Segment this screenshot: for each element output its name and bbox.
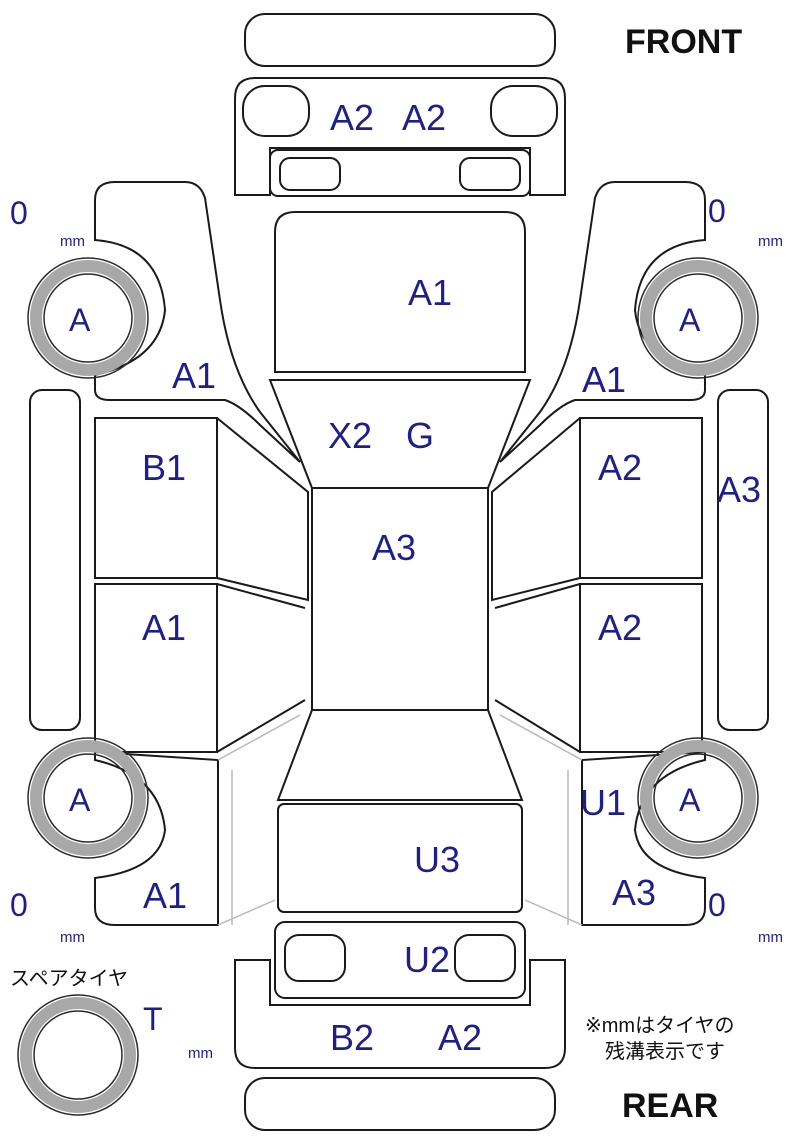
tire-front-left-depth: 0: [10, 195, 28, 231]
left-front-door: [94, 417, 218, 579]
front-panel-outline: [234, 77, 566, 196]
windshield-damage-1: X2: [328, 415, 372, 456]
left-rear-door: [94, 583, 218, 753]
tire-front-left-unit: mm: [60, 233, 85, 250]
left-door-pillar-lines: [216, 417, 309, 753]
grille-left-light: [279, 157, 341, 191]
front-label: FRONT: [625, 23, 742, 61]
front-damage-left: A2: [330, 97, 374, 138]
trunk-panel: [277, 803, 523, 913]
tire-spare-code: T: [143, 1001, 163, 1037]
rear-window-panel: [276, 709, 524, 801]
roof-panel: [311, 487, 489, 711]
right-quarter-damage-1: U1: [580, 782, 626, 823]
right-door-pillar-lines: [491, 417, 581, 753]
tire-rear-left-depth: 0: [10, 887, 28, 923]
right-front-door-damage: A2: [598, 447, 642, 488]
right-rocker-outline: [717, 389, 769, 731]
tire-front-left-code: A: [69, 302, 91, 338]
tread-note-line2: 残溝表示です: [605, 1040, 725, 1063]
right-quarter-damage-2: A3: [612, 872, 656, 913]
left-rocker-outline: [29, 389, 81, 731]
tire-spare: [17, 994, 139, 1116]
left-rear-door-damage: A1: [142, 607, 186, 648]
right-rear-quarter-outline: [581, 750, 706, 926]
windshield-damage-2: G: [406, 415, 434, 456]
tire-front-right-depth: 0: [708, 193, 726, 229]
hood-damage: A1: [408, 272, 452, 313]
right-front-door: [579, 417, 703, 579]
spare-tire-label: スペアタイヤ: [10, 967, 128, 990]
right-rocker-damage: A3: [717, 469, 761, 510]
tire-rear-left-code: A: [69, 782, 91, 818]
rear-glass-damage: U2: [404, 939, 450, 980]
left-headlight: [242, 85, 310, 137]
rear-damage-left: B2: [330, 1017, 374, 1058]
tire-rear-right-unit: mm: [758, 929, 783, 946]
tire-rear-left: A: [27, 737, 149, 859]
tire-rear-right-depth: 0: [708, 887, 726, 923]
hood-panel: [274, 211, 526, 373]
tire-front-left: A: [27, 257, 149, 379]
left-quarter-inner-lines: [217, 714, 301, 926]
rear-label: REAR: [622, 1087, 718, 1125]
right-quarter-inner-lines: [499, 714, 583, 926]
left-fender-damage: A1: [172, 355, 216, 396]
tire-rear-right: A: [637, 737, 759, 859]
rear-panel-outline: [234, 959, 566, 1069]
tire-front-right: A: [637, 257, 759, 379]
right-front-fender-outline: [499, 181, 706, 463]
left-quarter-damage: A1: [143, 875, 187, 916]
right-rear-door-damage: A2: [598, 607, 642, 648]
left-front-fender-outline: [94, 181, 301, 463]
tire-spare-unit: mm: [188, 1045, 213, 1062]
tire-rear-left-unit: mm: [60, 929, 85, 946]
tire-front-right-unit: mm: [758, 233, 783, 250]
tread-note-line1: ※mmはタイヤの: [585, 1014, 734, 1037]
right-fender-damage: A1: [582, 359, 626, 400]
front-bumper-outline: [244, 13, 556, 67]
left-front-door-damage: B1: [142, 447, 186, 488]
rear-window-left-light: [284, 934, 346, 982]
windshield-panel: [268, 379, 532, 489]
right-rear-door: [579, 583, 703, 753]
roof-damage: A3: [372, 527, 416, 568]
rear-damage-right: A2: [438, 1017, 482, 1058]
trunk-damage: U3: [414, 839, 460, 880]
tire-front-right-code: A: [679, 302, 701, 338]
tire-rear-right-code: A: [679, 782, 701, 818]
rear-bumper-outline: [244, 1077, 556, 1131]
grille-right-light: [459, 157, 521, 191]
right-headlight: [490, 85, 558, 137]
front-damage-right: A2: [402, 97, 446, 138]
rear-window-right-light: [454, 934, 516, 982]
